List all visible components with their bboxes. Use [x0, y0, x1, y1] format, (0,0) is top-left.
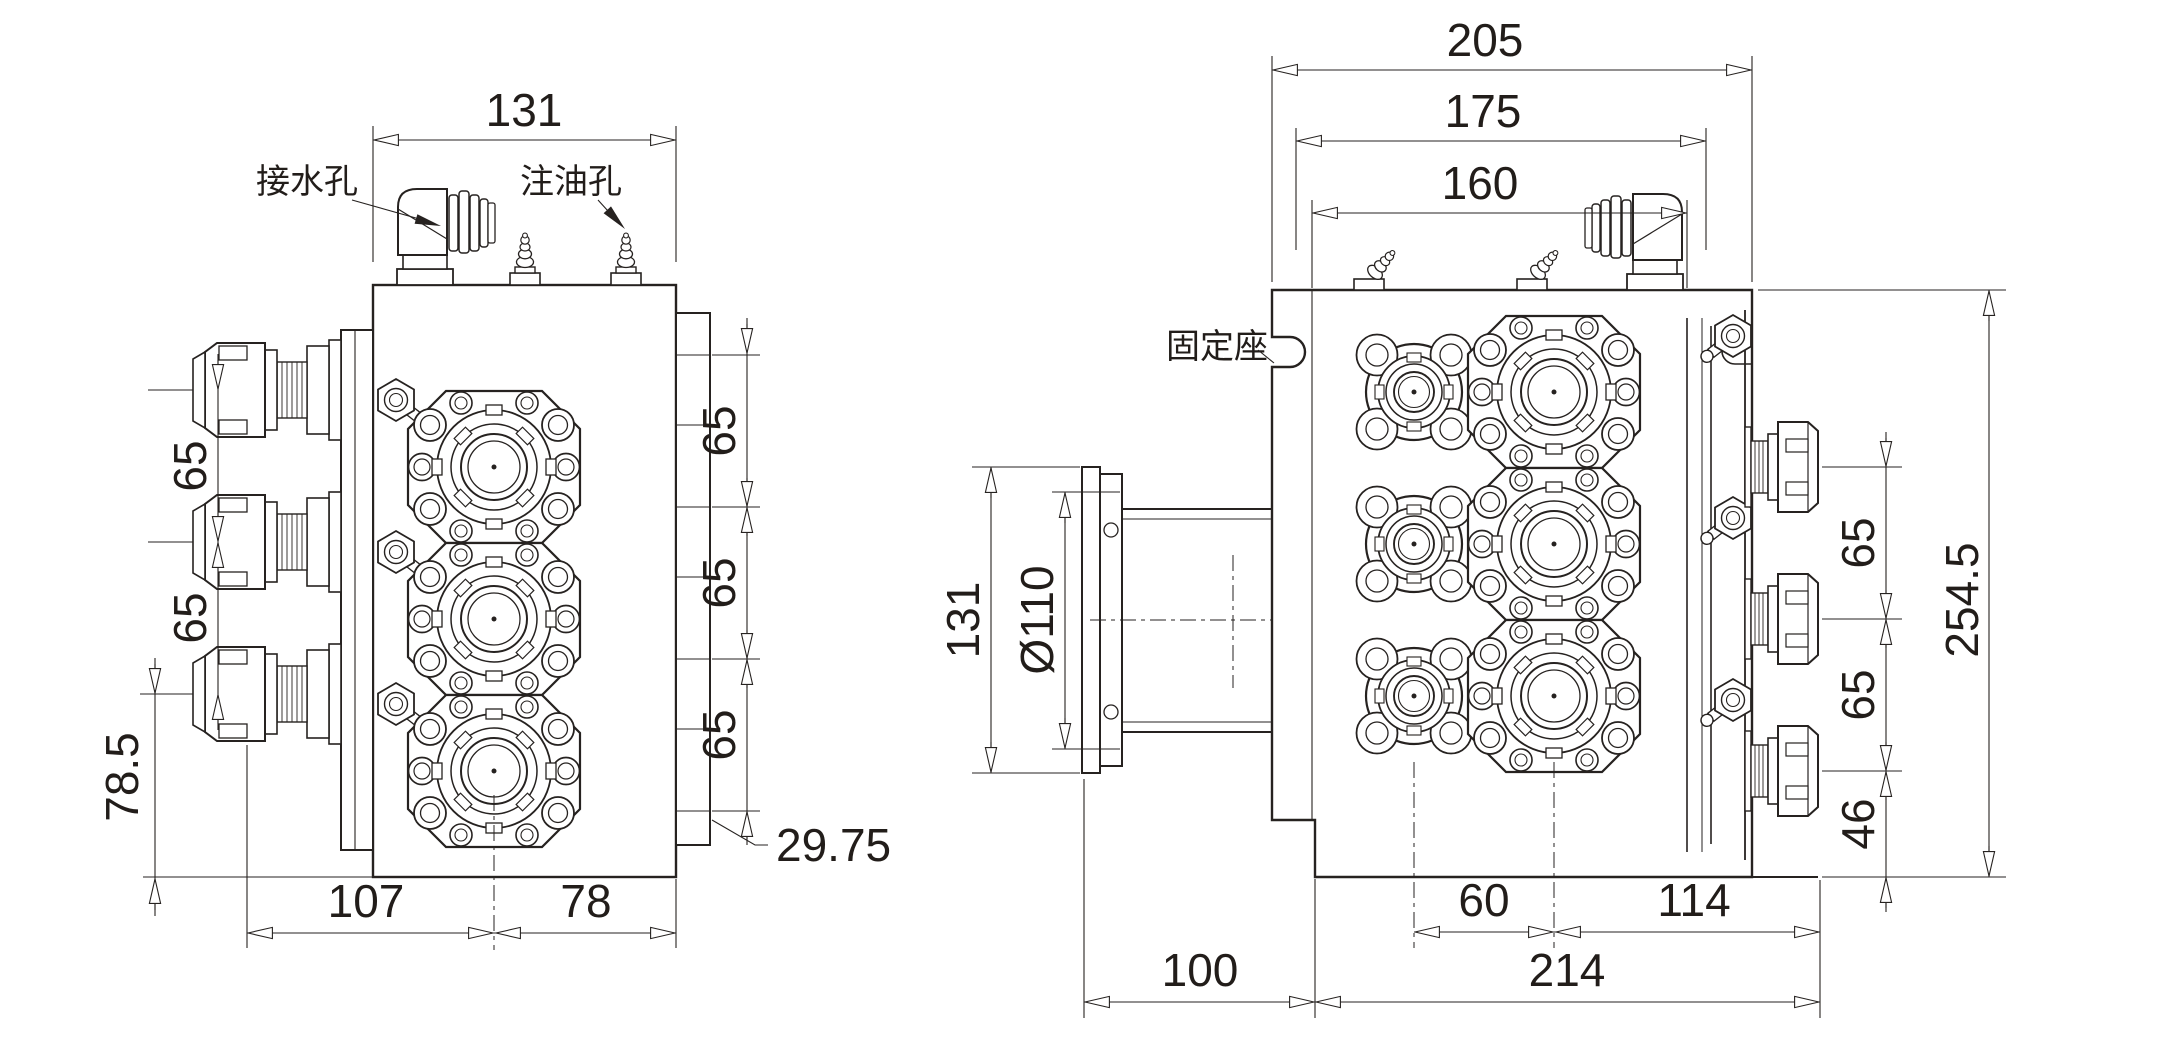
dim-right-step-b: 65	[693, 557, 745, 608]
collet-chuck	[192, 491, 342, 593]
dim-right-step-c: 65	[693, 709, 745, 760]
bearing-flange	[1355, 485, 1473, 603]
bearing-flange	[1355, 333, 1473, 451]
left-view	[192, 188, 711, 950]
dim-flange-height: 131	[937, 582, 989, 659]
oil-nipple-icon	[509, 232, 541, 286]
bearing-flange	[1355, 637, 1473, 755]
collet-chuck	[192, 339, 342, 441]
dim-spindle-pitch-b: 65	[1832, 669, 1884, 720]
spindle-flange	[1466, 466, 1642, 622]
collet-chuck	[1744, 725, 1819, 817]
left-collet-plate	[340, 329, 374, 851]
oil-nipple-icon	[1353, 244, 1402, 291]
spindle-flange	[406, 541, 582, 697]
oil-hole-label: 注油孔	[520, 163, 622, 201]
collet-chuck	[1744, 573, 1819, 665]
water-hole-label: 接水孔	[256, 163, 358, 201]
dim-bottom-front: 107	[328, 875, 405, 927]
spindle-flange	[1466, 618, 1642, 774]
dim-depth-mid: 175	[1445, 85, 1522, 137]
left-view-dimensions: 131 65 65 78.5 65 65 65 29.75 107 78 接水孔…	[96, 84, 891, 948]
dim-height-total: 254.5	[1936, 542, 1988, 657]
collet-chuck	[1744, 421, 1819, 513]
leader-arrow-icon	[603, 206, 625, 229]
leader-arrow-icon	[414, 214, 441, 226]
right-view	[1081, 193, 1819, 948]
dim-top-width: 131	[486, 84, 563, 136]
dim-bottom-rear: 78	[560, 875, 611, 927]
dim-flange-circle: Ø110	[1011, 565, 1063, 674]
left-rear-plate	[675, 312, 711, 846]
dim-spindle-pitch-a: 65	[1832, 517, 1884, 568]
spindle-flange	[406, 693, 582, 849]
dim-right-step-a: 65	[693, 405, 745, 456]
dim-flange-offset: 100	[1162, 944, 1239, 996]
dim-bottom-offset: 78.5	[96, 732, 148, 822]
dim-collet-pitch-a: 65	[164, 440, 216, 491]
mounting-flange	[1081, 466, 1285, 774]
oil-nipple-icon	[1516, 244, 1565, 291]
fixing-seat-label: 固定座	[1166, 328, 1268, 366]
dim-collet-pitch-b: 65	[164, 592, 216, 643]
dim-edge-offset: 29.75	[776, 819, 891, 871]
spindle-flange	[1466, 314, 1642, 470]
oil-nipple-icon	[610, 232, 642, 286]
water-fitting-icon	[1584, 193, 1684, 291]
dim-depth-inner: 160	[1442, 157, 1519, 209]
dim-center-to-edge: 114	[1657, 874, 1730, 926]
collet-chuck	[192, 643, 342, 745]
dim-body-depth: 214	[1529, 944, 1606, 996]
water-fitting-icon	[396, 188, 496, 286]
dim-bottom-gap: 46	[1832, 798, 1884, 849]
dim-depth-total: 205	[1447, 14, 1524, 66]
right-view-dimensions: 205 175 160 131 Ø110 固定座 254.5 65 65 46	[937, 14, 2006, 1018]
dim-column-pitch: 60	[1458, 874, 1509, 926]
spindle-flange	[406, 389, 582, 545]
